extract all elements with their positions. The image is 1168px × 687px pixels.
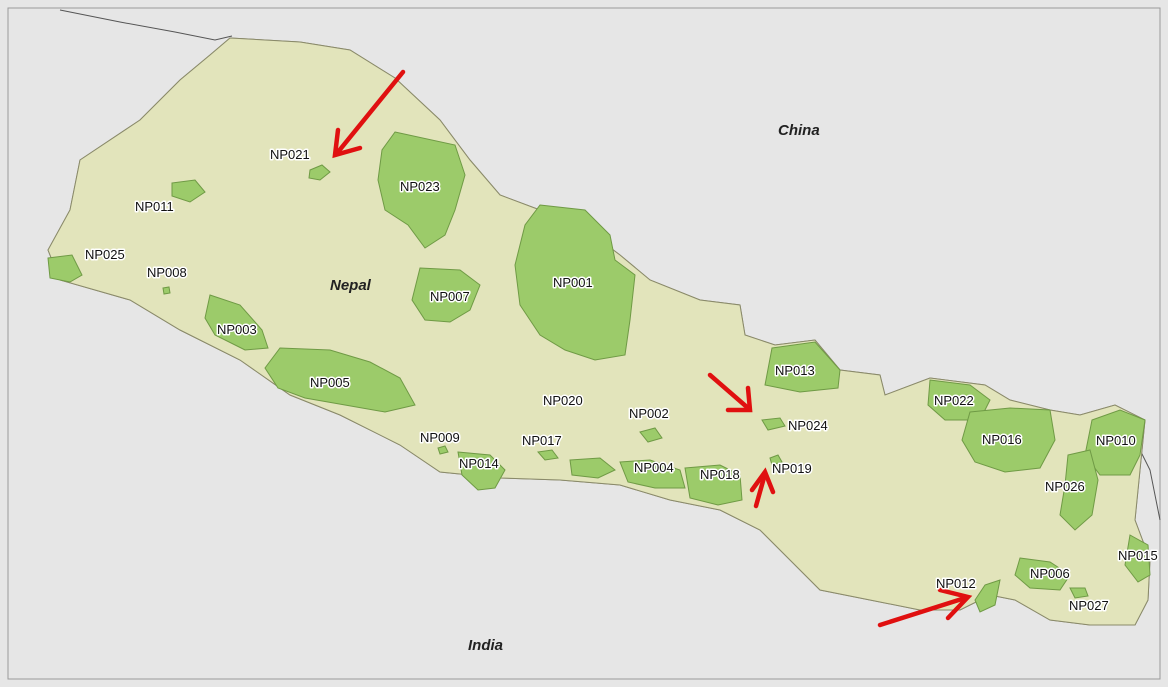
label-np015: NP015 (1118, 548, 1158, 563)
area-np009[interactable] (437, 445, 449, 455)
protected-areas (47, 131, 1151, 613)
red-arrows (332, 69, 973, 628)
area-np024[interactable] (761, 417, 786, 431)
area-np012[interactable] (974, 579, 1001, 613)
label-np026: NP026 (1045, 479, 1085, 494)
border-line-china (59, 9, 233, 41)
label-china: China (778, 122, 820, 139)
label-np017: NP017 (522, 433, 562, 448)
area-np005[interactable] (264, 347, 416, 413)
area-np013[interactable] (764, 341, 841, 393)
area-np021[interactable] (308, 164, 331, 181)
label-np020: NP020 (543, 393, 583, 408)
label-np018: NP018 (700, 467, 740, 482)
area-np025[interactable] (47, 254, 83, 283)
label-india: India (468, 637, 503, 654)
label-np003: NP003 (217, 322, 257, 337)
label-np024: NP024 (788, 418, 828, 433)
arrow-np024 (707, 372, 753, 413)
area-labels: NP001 NP002 NP003 NP004 NP005 NP006 NP00… (84, 146, 1160, 615)
area-np017[interactable] (537, 449, 559, 461)
label-np007: NP007 (430, 289, 470, 304)
label-np023: NP023 (400, 179, 440, 194)
area-np016[interactable] (961, 407, 1056, 473)
label-np027: NP027 (1069, 598, 1109, 613)
area-np006[interactable] (1014, 557, 1071, 591)
area-np026[interactable] (1059, 449, 1099, 531)
label-np010: NP010 (1096, 433, 1136, 448)
label-np006: NP006 (1030, 566, 1070, 581)
label-np008: NP008 (147, 265, 187, 280)
area-np002[interactable] (569, 457, 616, 479)
area-np001[interactable] (514, 204, 636, 361)
arrow-np021 (332, 69, 406, 159)
label-np014: NP014 (459, 456, 499, 471)
area-np014[interactable] (457, 451, 506, 491)
label-np009: NP009 (420, 430, 460, 445)
area-np019[interactable] (769, 454, 783, 466)
label-np022: NP022 (934, 393, 974, 408)
arrow-np019 (749, 467, 776, 509)
label-np019: NP019 (772, 461, 812, 476)
label-np001: NP001 (553, 275, 593, 290)
label-np005: NP005 (310, 375, 350, 390)
area-np023[interactable] (377, 131, 466, 249)
area-np004[interactable] (619, 459, 686, 489)
area-np018[interactable] (684, 464, 743, 506)
area-np015[interactable] (1124, 534, 1151, 583)
arrow-np012 (877, 587, 973, 628)
label-np025: NP025 (85, 247, 125, 262)
label-np012: NP012 (936, 576, 976, 591)
label-np016: NP016 (982, 432, 1022, 447)
label-np013: NP013 (775, 363, 815, 378)
area-np027[interactable] (1069, 587, 1089, 599)
label-np011: NP011 (135, 199, 174, 214)
area-np011[interactable] (171, 179, 206, 203)
label-np002: NP002 (629, 406, 669, 421)
area-np003[interactable] (204, 294, 269, 351)
label-np004: NP004 (634, 460, 674, 475)
area-np020[interactable] (639, 427, 663, 443)
label-nepal: Nepal (330, 277, 372, 294)
label-np021: NP021 (270, 147, 310, 162)
area-np008[interactable] (162, 286, 171, 295)
map-frame (7, 7, 1161, 680)
area-np007[interactable] (411, 267, 481, 323)
